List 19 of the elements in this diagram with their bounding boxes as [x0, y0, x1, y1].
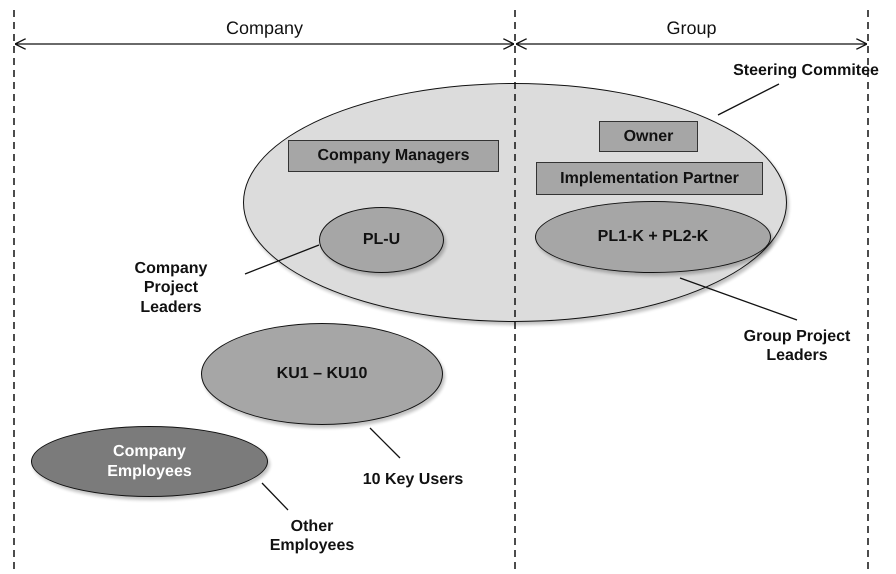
ellipse-node: Company Employees [31, 426, 268, 497]
leader-line [718, 83, 780, 116]
leader-line [262, 482, 288, 510]
region-label: Company [226, 18, 304, 39]
leader-line [370, 428, 400, 458]
leader-line [244, 244, 320, 275]
callout-text: Company Project Leaders [125, 255, 217, 321]
label-box: Implementation Partner [536, 162, 763, 195]
callout-text: Steering Commitee [718, 60, 894, 82]
callout-text: Group Project Leaders [730, 325, 864, 367]
leader-line [680, 277, 798, 321]
ellipse-node: KU1 – KU10 [201, 323, 443, 425]
label-box: Company Managers [288, 140, 499, 172]
callout-text: 10 Key Users [350, 469, 476, 491]
ellipse-node: PL-U [319, 207, 444, 273]
ellipse-node: PL1-K + PL2-K [535, 201, 771, 273]
label-box: Owner [599, 121, 698, 152]
callout-text: Other Employees [262, 515, 362, 557]
region-label: Group [666, 18, 717, 39]
